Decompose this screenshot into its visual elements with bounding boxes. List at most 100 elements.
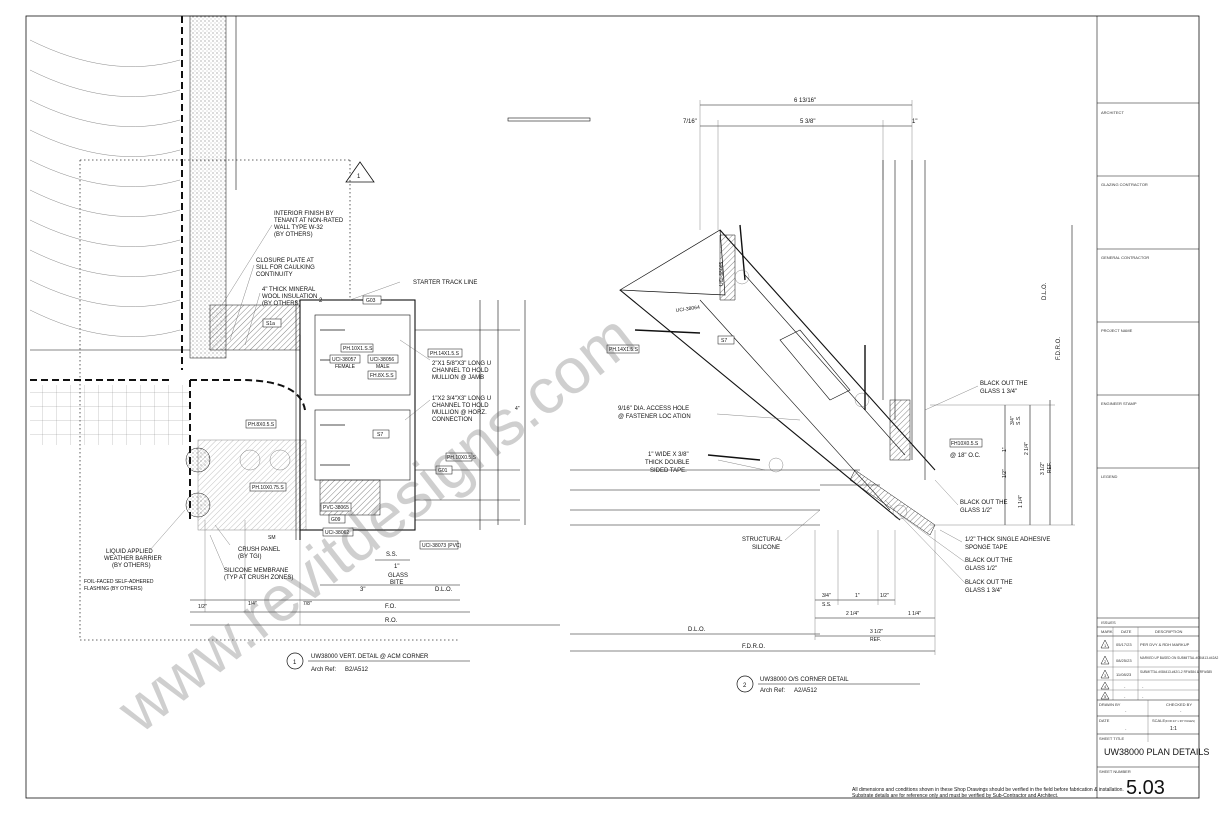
dim-3-4-vert: 3/4" [1010, 416, 1016, 425]
callout-tape-2: THICK DOUBLE [645, 460, 689, 466]
detail-2-tags: UCI-38064 UCI-38065 PH.14X1.5.S S7 FH10X… [606, 262, 983, 448]
dim-7-16: 7/16" [683, 119, 697, 125]
callout-flashing-1: FOIL-FACED SELF-ADHERED [84, 579, 154, 585]
tb-issue-row-5: 5 - - [1100, 691, 1144, 700]
dim-overall: 6 13/16" [794, 98, 816, 104]
callout-channel-horz-4: CONNECTION [432, 417, 472, 423]
callout-structural-silicone-2: SILICONE [752, 545, 780, 551]
tag-ph10x075: PH.10X0.75.S [252, 485, 284, 491]
callout-interior-finish-4: (BY OTHERS) [274, 232, 313, 238]
callout-black-out-4b: GLASS 1 3/4" [965, 588, 1002, 594]
callout-crush-panel-1: CRUSH PANEL [238, 547, 281, 553]
tb-date-label: DATE [1099, 718, 1110, 723]
dim-dlo: D.L.O. [435, 587, 453, 593]
tag-pvc38065: PVC-38065 [323, 505, 349, 511]
dim-seven-eighth: 7/8" [303, 601, 312, 607]
tag-g03: G03 [366, 298, 376, 304]
callout-black-out-1a: BLACK OUT THE [980, 381, 1027, 387]
tag-ph14x15-d2: PH.14X1.5.S [609, 347, 639, 353]
detail-2-geometry [570, 100, 1075, 655]
dim-1: 1" [912, 119, 917, 125]
tag-s7: S7 [377, 432, 383, 438]
sheet-border [25, 15, 1200, 799]
tag-g01: G01 [438, 468, 448, 474]
callout-closure-plate-1: CLOSURE PLATE AT [256, 258, 314, 264]
dim-quarter: 1/4" [248, 601, 257, 607]
issue-desc-2: MARKED UP BASED ON SUBMITTAL #084413-#42… [1140, 656, 1218, 660]
tb-issues-mark: MARK [1101, 629, 1113, 634]
tb-date: - [1125, 726, 1127, 731]
title-block: ARCHITECT GLAZING CONTRACTOR GENERAL CON… [1097, 102, 1218, 799]
tag-ph10x1: PH.10X1.S.S [343, 346, 373, 352]
tb-architect: ARCHITECT [1101, 110, 1124, 115]
tb-drawn-by: - [1125, 708, 1127, 713]
tag-male: MALE [376, 364, 390, 370]
tb-glazing-contractor: GLAZING CONTRACTOR [1101, 182, 1148, 187]
callout-black-out-2a: BLACK OUT THE [960, 500, 1007, 506]
tb-checked-by: - [1180, 708, 1182, 713]
issue-desc-4: - [1142, 684, 1144, 689]
detail-1-title: 1 UW38000 VERT. DETAIL @ ACM CORNER Arch… [286, 652, 470, 673]
tag-uci38057: UCI-38057 [332, 357, 356, 363]
tb-issues-desc: DESCRIPTION [1155, 629, 1182, 634]
dim-1-2-vert: 1/2" [1002, 469, 1008, 478]
tb-legend: LEGEND [1101, 474, 1118, 479]
dim-3-4-bottom: 3/4" [822, 593, 831, 599]
dim-1-1-4-vert: 1 1/4" [1018, 495, 1024, 508]
dim-3-1-2-vert: 3 1/2" [1040, 462, 1046, 475]
tb-scale: 1:1 [1170, 726, 1177, 732]
tag-uci38073: UCI-38073 (PVC) [422, 543, 462, 549]
tb-sheet-title-label: SHEET TITLE [1099, 736, 1125, 741]
callout-black-out-3a: BLACK OUT THE [965, 558, 1012, 564]
detail-2-dimensions: 6 13/16" 7/16" 5 3/8" 1" D.L.O. F.D.R.O.… [683, 98, 1062, 650]
dim-5-3-8: 5 3/8" [800, 119, 815, 125]
tag-ph10x05: PH.10X0.5.S [447, 455, 477, 461]
detail-2-arch-ref: A2/A512 [794, 688, 818, 694]
dim-dlo-bottom: D.L.O. [688, 627, 706, 633]
callout-closure-plate-3: CONTINUITY [256, 272, 293, 278]
tag-sm: SM [268, 535, 276, 541]
tag-uci38056: UCI-38056 [370, 357, 394, 363]
callout-weather-barrier-2: WEATHER BARRIER [104, 556, 163, 562]
tb-issue-row-1: 1 05/17/23 PER DVY & RDH MARKUP [1097, 639, 1199, 652]
issue-mark-2: 2 [1104, 659, 1107, 664]
detail-1-number: 1 [293, 660, 297, 666]
callout-starter-track: STARTER TRACK LINE [413, 280, 477, 286]
callout-crush-panel-2: (BY TGI) [238, 554, 261, 560]
callout-weather-barrier-1: LIQUID APPLIED [106, 549, 153, 555]
issue-date-5: - [1124, 694, 1126, 699]
callout-weather-barrier-3: (BY OTHERS) [112, 563, 151, 569]
tb-sheet-number: 5.03 [1126, 777, 1165, 799]
callout-mineral-wool-2: WOOL INSULATION [262, 294, 317, 300]
issue-date-1: 05/17/23 [1116, 642, 1132, 647]
tag-uci38065: UCI-38065 [719, 262, 725, 286]
dim-ss-vert: S.S. [1016, 416, 1022, 425]
callout-tape-1: 1" WIDE X 3/8" [648, 452, 689, 458]
revision-tag-1: 1 [357, 174, 361, 180]
tb-issue-row-2: 2 08/25/23 MARKED UP BASED ON SUBMITTAL … [1097, 655, 1218, 668]
issue-date-4: - [1124, 684, 1126, 689]
dim-fdro-bottom: F.D.R.O. [742, 644, 765, 650]
dim-fdro-vert: F.D.R.O. [1056, 337, 1062, 360]
dim-one: 1" [394, 564, 399, 570]
callout-tape-3: SIDED TAPE. [650, 468, 687, 474]
detail-1-arch-ref: B2/A512 [345, 667, 369, 673]
issue-mark-3: 3 [1104, 673, 1107, 678]
detail-2-callouts: BLACK OUT THE GLASS 1 3/4" 9/16" DIA. AC… [618, 381, 1050, 594]
callout-access-hole-2: @ FASTENER LOC ATION [618, 414, 691, 420]
detail-1-dimensions: S.S. 1" 3" D.L.O. F.O. R.O. 1/2" 1/4" 7/… [198, 406, 520, 624]
tb-general-contractor: GENERAL CONTRACTOR [1101, 255, 1149, 260]
tag-s7-d2: S7 [721, 338, 727, 344]
detail-1-tags: G03 S1a PH.10X1.S.S UCI-38057 FEMALE UCI… [245, 174, 477, 550]
detail-1-title-text: UW38000 VERT. DETAIL @ ACM CORNER [311, 654, 429, 660]
callout-silicone-membrane-1: SILICONE MEMBRANE [224, 568, 288, 574]
tag-uci38064: UCI-38064 [675, 305, 700, 314]
issue-date-3: 11/08/23 [1116, 672, 1132, 677]
tb-drawn-by-label: DRAWN BY [1099, 702, 1121, 707]
tb-issues-date: DATE [1121, 629, 1132, 634]
callout-glass-bite-2: BITE [390, 580, 403, 586]
dim-3-1-2-bottom: 3 1/2" [870, 629, 883, 635]
tb-issues-label: ISSUES [1101, 620, 1116, 625]
callout-interior-finish-2: TENANT AT NON-RATED [274, 218, 344, 224]
tag-ph8x05: PH.8X0.5.S [248, 422, 275, 428]
